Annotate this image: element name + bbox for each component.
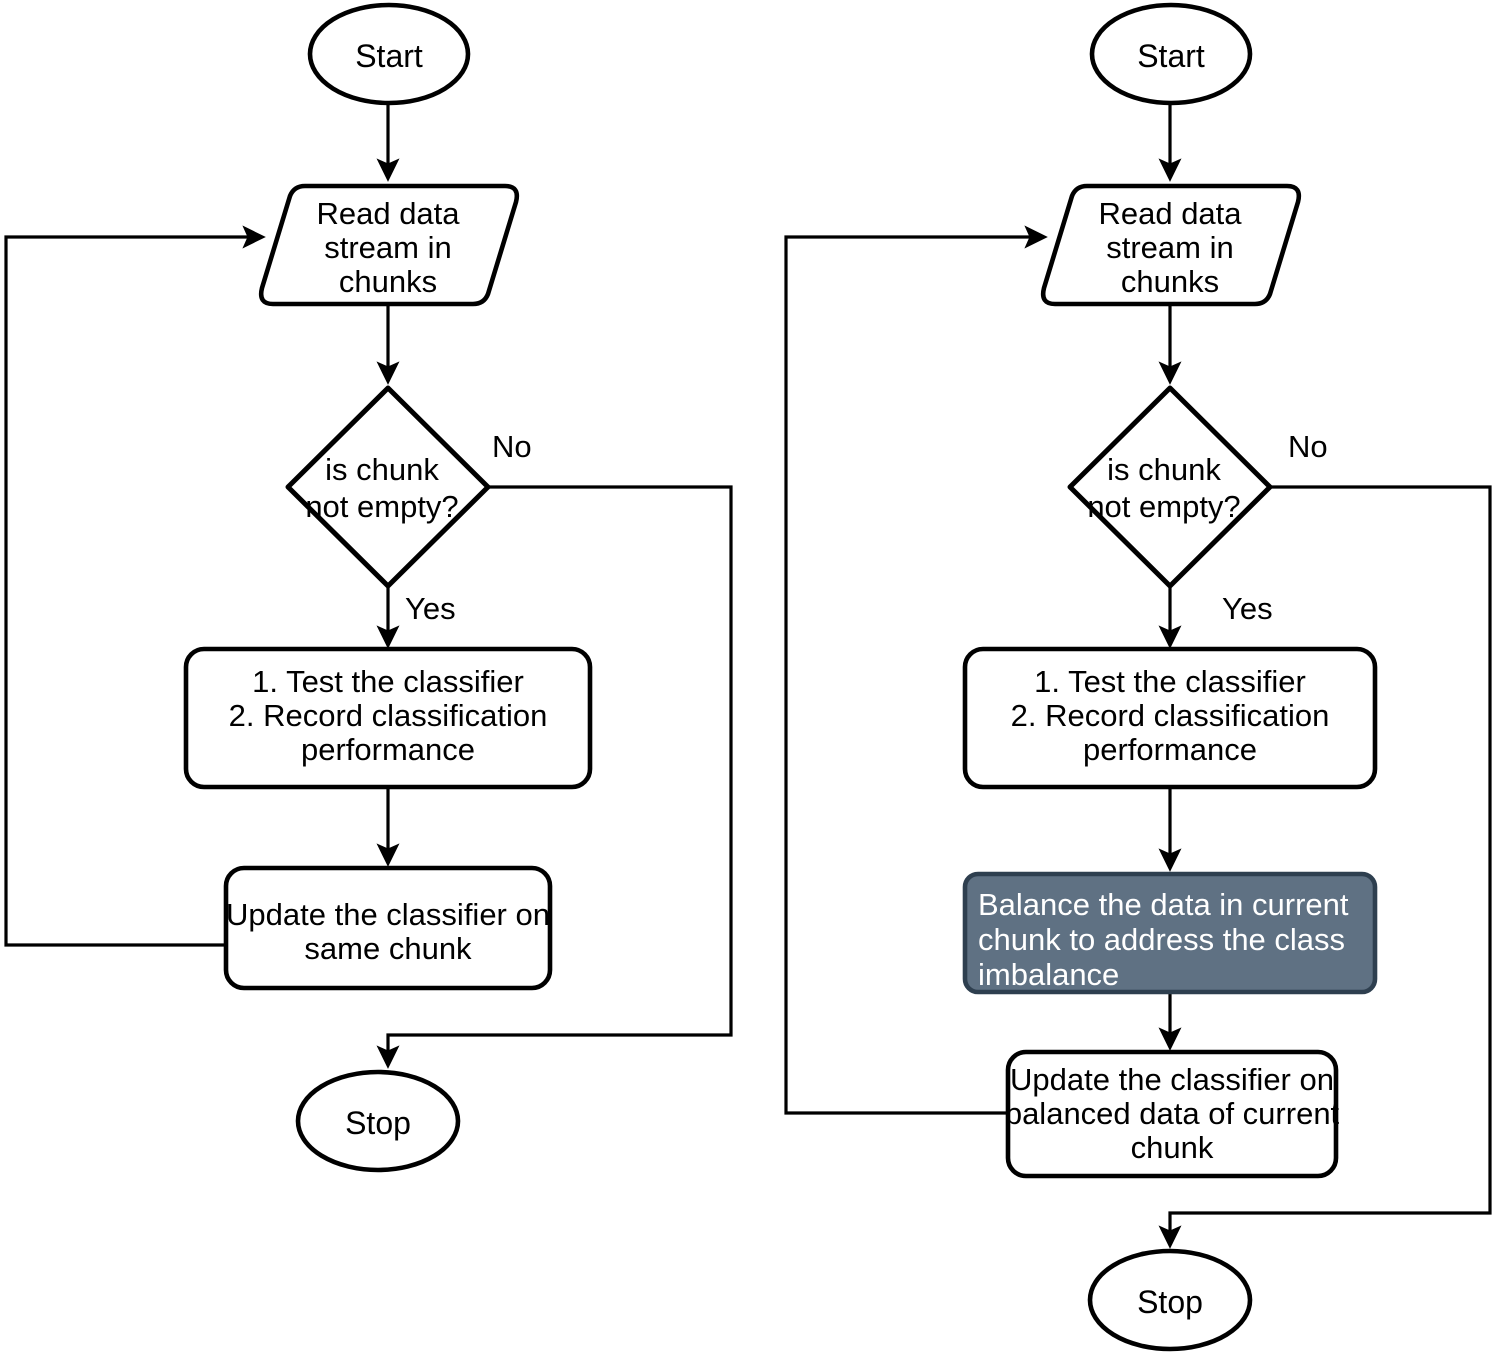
right-update-line3: chunk [1131, 1130, 1214, 1165]
edge-update-to-read-loop [4, 225, 266, 947]
right-connectors [784, 103, 1492, 1249]
right-update-node: Update the classifier on balanced data o… [1005, 1049, 1340, 1179]
left-test-line3: performance [301, 732, 475, 767]
left-start-shape [307, 2, 471, 106]
left-test-shape [183, 646, 593, 790]
left-update-node: Update the classifier on same chunk [223, 865, 553, 991]
left-read-shape [258, 183, 520, 307]
right-test-node: 1. Test the classifier 2. Record classif… [962, 646, 1378, 790]
right-start-label: Start [1137, 38, 1205, 74]
right-read-line1: Read data [1098, 196, 1242, 231]
edge-update-to-read-loop-right [784, 225, 1048, 1115]
right-decision-node: is chunk not empty? [1067, 385, 1273, 589]
right-update-shape [1005, 1049, 1339, 1179]
left-read-line1: Read data [316, 196, 460, 231]
left-test-line2: 2. Record classification [229, 698, 548, 733]
left-decision-line1: is chunk [325, 452, 439, 487]
left-stop-node: Stop [295, 1069, 461, 1173]
edge-decision-no-to-stop [376, 485, 733, 1069]
right-read-line3: chunks [1121, 264, 1219, 299]
left-connectors [4, 103, 733, 1069]
right-read-shape [1040, 183, 1302, 307]
right-update-line1: Update the classifier on [1010, 1062, 1334, 1097]
left-test-line1: 1. Test the classifier [252, 664, 524, 699]
right-stop-shape [1087, 1248, 1253, 1352]
right-test-line2: 2. Record classification [1011, 698, 1330, 733]
right-stop-label: Stop [1137, 1284, 1203, 1320]
right-start-node: Start [1089, 2, 1253, 106]
right-start-shape [1089, 2, 1253, 106]
left-decision-line2: not empty? [305, 489, 458, 524]
right-read-node: Read data stream in chunks [1040, 183, 1302, 307]
left-read-node: Read data stream in chunks [258, 183, 520, 307]
right-stop-node: Stop [1087, 1248, 1253, 1352]
right-edge-label-yes: Yes [1222, 591, 1273, 626]
left-edge-label-no: No [492, 429, 532, 464]
right-decision-line2: not empty? [1087, 489, 1240, 524]
right-decision-line1: is chunk [1107, 452, 1221, 487]
right-flowchart-panel: Start Read data stream in chunks is chun… [784, 2, 1492, 1352]
right-read-line2: stream in [1106, 230, 1233, 265]
left-test-node: 1. Test the classifier 2. Record classif… [183, 646, 593, 790]
right-decision-shape [1067, 385, 1273, 589]
left-start-label: Start [355, 38, 423, 74]
right-edge-label-no: No [1288, 429, 1328, 464]
left-read-line2: stream in [324, 230, 451, 265]
right-balance-node-highlighted: Balance the data in current chunk to add… [962, 871, 1378, 995]
left-decision-node: is chunk not empty? [285, 385, 491, 589]
left-read-line3: chunks [339, 264, 437, 299]
left-stop-label: Stop [345, 1105, 411, 1141]
left-update-shape [223, 865, 553, 991]
right-balance-shape [962, 871, 1378, 995]
left-stop-shape [295, 1069, 461, 1173]
left-edge-label-yes: Yes [405, 591, 456, 626]
right-balance-line1: Balance the data in current [978, 887, 1349, 922]
left-update-line2: same chunk [304, 931, 472, 966]
edge-decision-no-to-stop-right [1158, 485, 1492, 1249]
right-test-line1: 1. Test the classifier [1034, 664, 1306, 699]
right-balance-line3: imbalance [978, 957, 1119, 992]
right-test-line3: performance [1083, 732, 1257, 767]
right-balance-line2: chunk to address the class [978, 922, 1345, 957]
right-update-line2: balanced data of current [1005, 1096, 1340, 1131]
right-test-shape [962, 646, 1378, 790]
left-update-line1: Update the classifier on [226, 897, 550, 932]
left-decision-shape [285, 385, 491, 589]
left-start-node: Start [307, 2, 471, 106]
left-flowchart-panel: Start Read data stream in chunks is chun… [4, 2, 733, 1173]
